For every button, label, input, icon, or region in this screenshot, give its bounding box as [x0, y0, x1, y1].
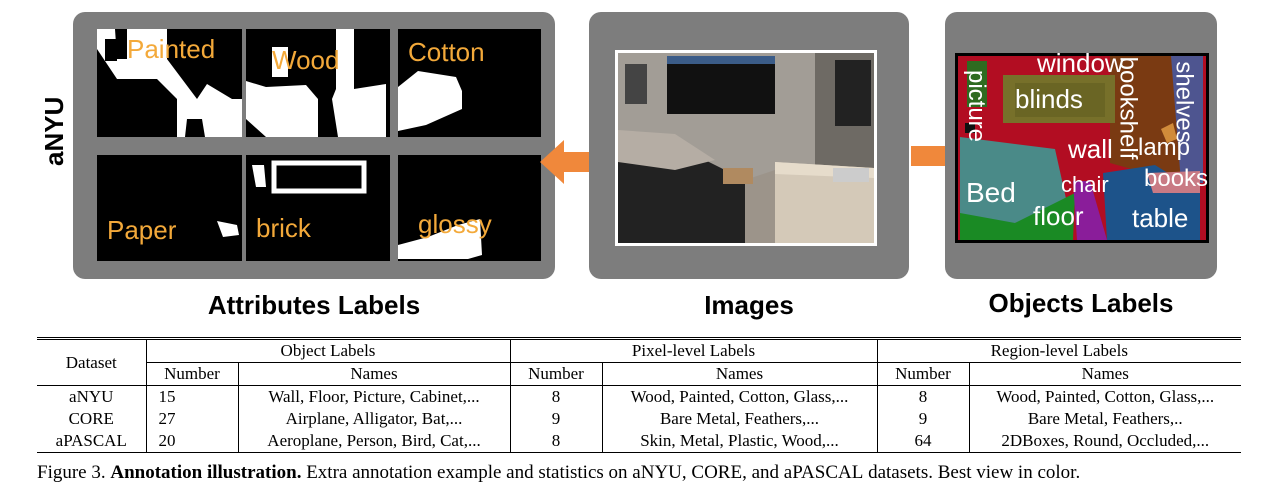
header-object-labels: Object Labels	[145, 338, 510, 363]
cell-pix-names: Skin, Metal, Plastic, Wood,...	[601, 430, 877, 453]
table-header-row: Dataset Object Labels Pixel-level Labels…	[37, 338, 1241, 386]
table-row: aNYU 15 Wall, Floor, Picture, Cabinet,..…	[37, 385, 1241, 408]
header-reg-names: Names	[968, 362, 1241, 386]
caption-dataset-1: NYU	[640, 462, 682, 483]
attribute-label-glossy: glossy	[418, 209, 492, 239]
caption-prefix: Figure 3.	[37, 462, 106, 483]
statistics-table: Dataset Object Labels Pixel-level Labels…	[37, 337, 1241, 453]
section-label-objects: Objects Labels	[988, 288, 1174, 318]
attribute-tile-painted: Painted	[97, 29, 242, 137]
table-row: CORE 27 Airplane, Alligator, Bat,... 9 B…	[37, 408, 1241, 430]
cell-obj-number: 27	[145, 408, 238, 430]
paper-mask	[217, 221, 239, 237]
section-label-attributes: Attributes Labels	[207, 290, 421, 320]
cell-pix-number: 8	[509, 430, 602, 453]
caption-sep-1: ,	[681, 462, 692, 483]
caption-title: Annotation illustration.	[110, 462, 302, 483]
object-label-bed: Bed	[966, 177, 1016, 208]
object-segmentation	[955, 53, 1209, 243]
section-label-images: Images	[704, 290, 794, 320]
attribute-tile-paper: Paper	[97, 155, 242, 261]
cell-obj-number: 15	[145, 385, 238, 408]
header-pix-number: Number	[509, 362, 602, 386]
header-obj-names: Names	[237, 362, 510, 386]
attribute-label-cotton: Cotton	[408, 37, 485, 67]
object-label-blinds: blinds	[1015, 84, 1083, 114]
attribute-label-paper: Paper	[107, 215, 177, 245]
cell-obj-names: Aeroplane, Person, Bird, Cat,...	[237, 430, 510, 453]
room-photo	[615, 50, 877, 246]
cell-pix-number: 8	[509, 385, 602, 408]
wood-mask	[246, 29, 386, 137]
caption-sep-2: , and a	[742, 462, 793, 483]
cell-reg-number: 64	[876, 430, 969, 453]
arrow-left-icon	[540, 140, 590, 184]
attribute-tile-glossy: glossy	[398, 155, 541, 261]
attribute-label-painted: Painted	[127, 34, 216, 64]
cell-pix-number: 9	[509, 408, 602, 430]
object-label-wall: wall	[1068, 134, 1113, 164]
cell-dataset: aNYU	[69, 387, 114, 406]
attribute-tile-wood: Wood	[246, 29, 390, 137]
attribute-label-brick: brick	[256, 213, 311, 243]
figure-caption: Figure 3. Annotation illustration. Extra…	[37, 462, 1080, 484]
caption-dataset-3: PASCAL	[792, 462, 864, 483]
object-label-chair: chair	[1061, 172, 1109, 197]
table-subheader-row: Number Names Number Names Number Names	[37, 362, 1241, 386]
table-row: aPASCAL 20 Aeroplane, Person, Bird, Cat,…	[37, 430, 1241, 453]
cell-pix-names: Wood, Painted, Cotton, Glass,...	[601, 385, 877, 408]
object-label-floor: floor	[1033, 201, 1084, 231]
object-label-lamp: lamp	[1138, 134, 1191, 161]
header-pix-names: Names	[601, 362, 877, 386]
attribute-label-wood: Wood	[272, 45, 340, 75]
cell-reg-number: 9	[876, 408, 969, 430]
painted-mask	[97, 29, 242, 137]
caption-text-1: Extra annotation example and statistics …	[306, 462, 641, 483]
dataset-side-label: aNYU	[39, 96, 69, 166]
cotton-mask	[398, 71, 462, 131]
caption-dataset-2: CORE	[691, 462, 743, 483]
header-pixel-labels: Pixel-level Labels	[509, 338, 877, 363]
object-label-table: table	[1132, 203, 1189, 233]
object-label-window: window	[1037, 48, 1124, 78]
header-dataset: Dataset	[37, 338, 146, 386]
object-label-shelves: shelves	[1170, 61, 1198, 143]
cell-dataset: CORE	[68, 409, 114, 428]
header-obj-number: Number	[145, 362, 238, 386]
cell-reg-names: Wood, Painted, Cotton, Glass,...	[968, 385, 1241, 408]
cell-reg-names: 2DBoxes, Round, Occluded,...	[968, 430, 1241, 453]
attribute-tile-brick: brick	[246, 155, 390, 261]
cell-reg-names: Bare Metal, Feathers,..	[968, 408, 1241, 430]
cell-obj-number: 20	[145, 430, 238, 453]
caption-text-2: datasets. Best view in color.	[863, 462, 1081, 483]
cell-dataset: aPASCAL	[55, 431, 127, 450]
header-reg-number: Number	[876, 362, 969, 386]
cell-reg-number: 8	[876, 385, 969, 408]
glossy-mask	[398, 219, 482, 259]
cell-pix-names: Bare Metal, Feathers,...	[601, 408, 877, 430]
cell-obj-names: Wall, Floor, Picture, Cabinet,...	[237, 385, 510, 408]
object-label-books: books	[1144, 165, 1209, 192]
attribute-tile-cotton: Cotton	[398, 29, 541, 137]
cell-obj-names: Airplane, Alligator, Bat,...	[237, 408, 510, 430]
object-label-picture: picture	[963, 69, 991, 143]
brick-mask	[252, 160, 367, 194]
header-region-labels: Region-level Labels	[876, 338, 1241, 363]
